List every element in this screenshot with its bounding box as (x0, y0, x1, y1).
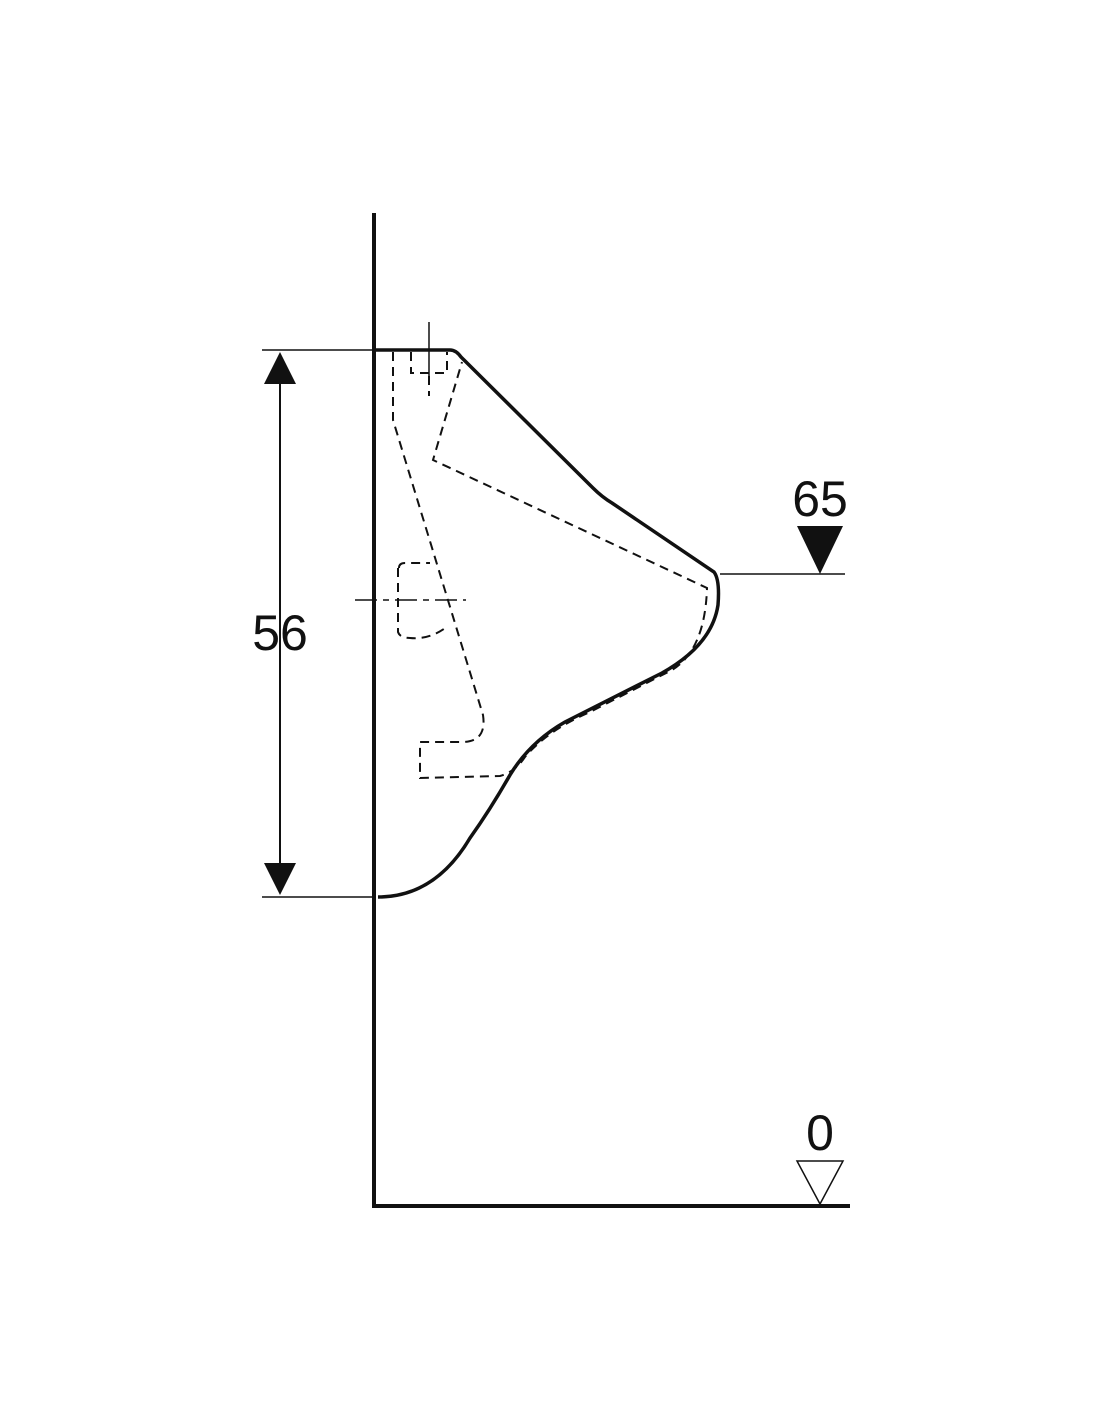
hidden-lines (392, 352, 709, 780)
height-dimension-label: 56 (252, 605, 308, 661)
floor-level-marker-icon (795, 1160, 845, 1206)
dimension-arrow-down-icon (264, 863, 296, 895)
rim-level-marker-icon (797, 526, 843, 574)
dimension-arrow-up-icon (264, 352, 296, 384)
rim-level-label: 65 (792, 471, 848, 527)
urinal-outline (376, 348, 721, 899)
floor-level-label: 0 (806, 1105, 834, 1161)
